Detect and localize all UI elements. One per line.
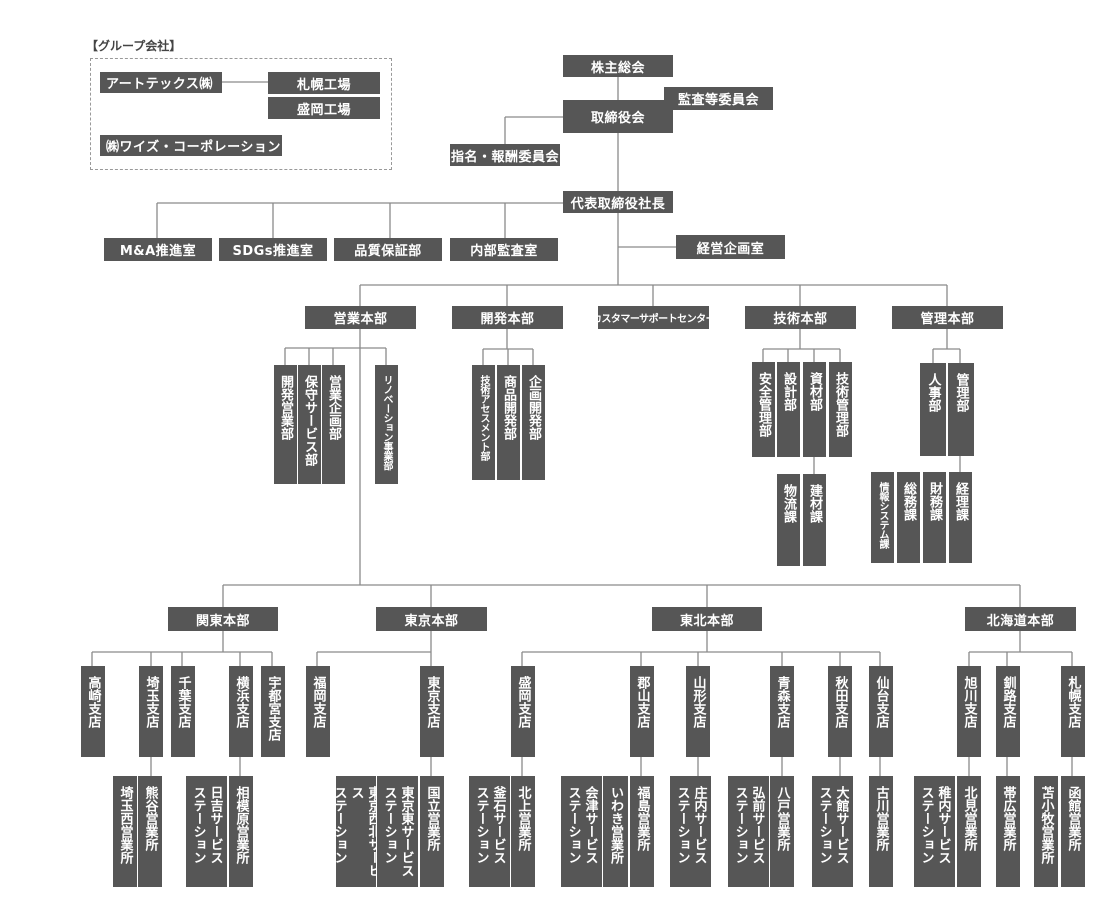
org-box-kunitachi: 国立営業所 — [420, 776, 444, 887]
org-box-sapporo-factory: 札幌工場 — [268, 72, 380, 94]
org-box-sales-planning: 営業企画部 — [322, 365, 345, 484]
org-box-kanto-hq: 関東本部 — [168, 607, 278, 631]
org-box-yamagata: 山形支店 — [686, 666, 710, 757]
org-box-kamaishi: 釜石サービス ステーション — [469, 776, 510, 887]
org-box-maintenance: 保守サービス部 — [298, 365, 321, 484]
org-box-kitami: 北見営業所 — [957, 776, 981, 887]
org-box-planning-office: 経営企画室 — [676, 235, 785, 259]
org-box-nomination-committee: 指名・報酬委員会 — [450, 144, 560, 166]
org-box-materials: 資材部 — [803, 362, 826, 457]
org-box-iwaki: いわき営業所 — [603, 776, 628, 887]
org-box-hirosaki: 弘前サービス ステーション — [728, 776, 769, 887]
org-box-akita: 秋田支店 — [828, 666, 852, 757]
org-box-tech-mgmt: 技術管理部 — [829, 362, 852, 457]
org-box-aomori: 青森支店 — [770, 666, 794, 757]
org-box-audit-committee: 監査等委員会 — [664, 87, 773, 110]
org-box-management: 管理部 — [948, 363, 974, 456]
org-box-asahikawa: 旭川支店 — [957, 666, 981, 757]
org-box-morioka-factory: 盛岡工場 — [268, 97, 380, 119]
org-box-finance: 財務課 — [923, 472, 946, 563]
org-box-tokyo-branch: 東京支店 — [420, 666, 444, 757]
org-box-sdgs-office: SDGs推進室 — [219, 238, 327, 261]
org-box-tohoku-hq: 東北本部 — [652, 607, 762, 631]
org-box-quality-dept: 品質保証部 — [334, 238, 442, 261]
org-box-fukushima: 福島営業所 — [630, 776, 654, 887]
org-box-hachinohe: 八戸営業所 — [770, 776, 794, 887]
org-box-sales-hq: 営業本部 — [305, 306, 416, 329]
org-box-tokyo-hq: 東京本部 — [376, 607, 487, 631]
org-box-ma-office: M&A推進室 — [104, 238, 212, 261]
org-box-yokohama: 横浜支店 — [229, 666, 253, 757]
org-box-dev-hq: 開発本部 — [452, 306, 563, 329]
org-box-shonai: 庄内サービス ステーション — [670, 776, 711, 887]
org-box-sales-dev: 開発営業部 — [274, 365, 297, 484]
org-box-general-affairs: 総務課 — [897, 472, 920, 563]
org-box-utsunomiya: 宇都宮支店 — [261, 666, 285, 757]
org-box-safety: 安全管理部 — [752, 362, 775, 457]
group-companies-frame — [90, 58, 392, 170]
org-box-tomakomai: 苫小牧営業所 — [1034, 776, 1058, 887]
org-box-sendai: 仙台支店 — [869, 666, 893, 757]
org-box-kitakami: 北上営業所 — [511, 776, 535, 887]
org-box-tech-assessment: 技術アセスメント部 — [472, 365, 495, 480]
org-box-accounting: 経理課 — [949, 472, 972, 563]
org-box-president: 代表取締役社長 — [563, 191, 673, 213]
org-box-takasaki: 高崎支店 — [81, 666, 105, 757]
org-box-morioka: 盛岡支店 — [511, 666, 535, 757]
org-box-building-materials: 建材課 — [803, 474, 826, 566]
org-box-internal-audit: 内部監査室 — [450, 238, 558, 261]
org-box-fukuoka: 福岡支店 — [306, 666, 330, 757]
org-box-wiz: ㈱ワイズ・コーポレーション — [100, 135, 282, 156]
org-box-tokyo-higashi: 東京東サービス ステーション — [377, 776, 418, 887]
org-box-kumagaya: 熊谷営業所 — [138, 776, 162, 887]
group-companies-title: 【グループ会社】 — [86, 39, 182, 53]
org-box-planning-dev: 企画開発部 — [522, 365, 545, 480]
org-box-kushiro: 釧路支店 — [996, 666, 1020, 757]
org-box-furukawa: 古川営業所 — [869, 776, 893, 887]
org-box-info-systems: 情報システム課 — [871, 472, 894, 563]
org-box-wakkanai: 稚内サービス ステーション — [914, 776, 955, 887]
org-box-koriyama: 郡山支店 — [630, 666, 654, 757]
org-box-hiyoshi: 日吉サービス ステーション — [186, 776, 227, 887]
org-box-support-center: カスタマーサポートセンター — [592, 306, 716, 329]
org-box-chiba: 千葉支店 — [171, 666, 195, 757]
org-box-aizu: 会津サービス ステーション — [561, 776, 602, 887]
org-box-admin-hq: 管理本部 — [892, 306, 1003, 329]
org-box-saitama-nishi: 埼玉西営業所 — [113, 776, 137, 887]
org-box-tech-hq: 技術本部 — [745, 306, 856, 329]
org-box-product-dev: 商品開発部 — [497, 365, 520, 480]
org-box-saitama: 埼玉支店 — [139, 666, 163, 757]
org-box-odate: 大館サービス ステーション — [812, 776, 853, 887]
org-box-board: 取締役会 — [563, 100, 673, 133]
org-box-shareholders: 株主総会 — [563, 55, 673, 77]
org-box-tokyo-seihoku: 東京西北サービス ステーション — [332, 776, 381, 887]
org-box-sapporo: 札幌支店 — [1061, 666, 1085, 757]
org-box-hakodate: 函館営業所 — [1061, 776, 1085, 887]
org-box-hokkaido-hq: 北海道本部 — [965, 607, 1076, 631]
org-box-renovation: リノベーション事業部 — [375, 365, 398, 484]
org-box-artex: アートテックス㈱ — [100, 72, 222, 93]
org-box-design: 設計部 — [777, 362, 800, 457]
org-box-hr: 人事部 — [920, 363, 946, 456]
org-box-sagamihara: 相模原営業所 — [229, 776, 253, 887]
org-box-logistics: 物流課 — [777, 474, 800, 566]
org-box-obihiro: 帯広営業所 — [996, 776, 1020, 887]
